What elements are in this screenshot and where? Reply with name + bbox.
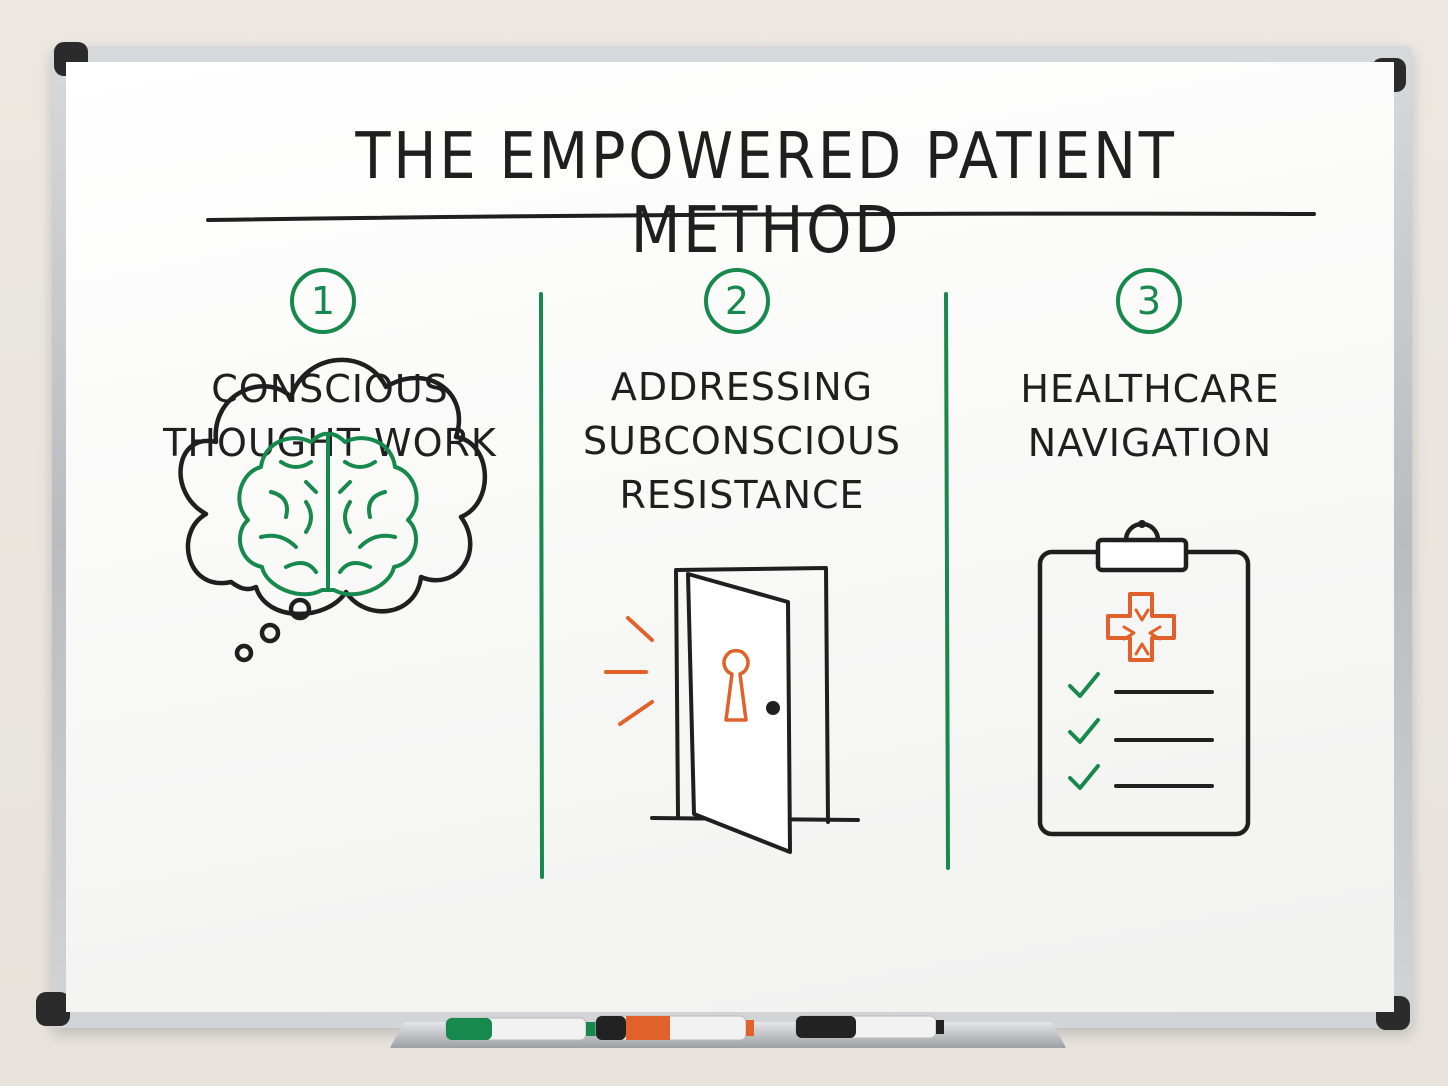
step-2-heading-line: SUBCONSCIOUS [583,419,901,463]
medical-clipboard-checklist-icon [1037,520,1251,837]
brain-in-thought-bubble-icon [178,357,487,663]
step-2-heading: ADDRESSING SUBCONSCIOUS RESISTANCE [572,360,912,522]
step-2-heading-line: RESISTANCE [619,473,865,517]
step-1-heading: CONSCIOUS THOUGHT WORK [160,362,500,470]
step-2-number: 2 [704,268,770,334]
whiteboard-surface: THE EMPOWERED PATIENT METHOD 1 2 3 CONSC… [66,62,1394,1012]
open-door-with-keyhole-icon [604,566,860,854]
title-underline [206,211,1316,222]
step-2-heading-line: ADDRESSING [610,365,874,409]
column-divider [944,292,950,870]
board-drawings [178,211,1316,879]
board-title: THE EMPOWERED PATIENT METHOD [355,120,1177,268]
marker-icon[interactable] [595,1015,754,1041]
step-3-heading-line: NAVIGATION [1027,421,1273,465]
marker-icon[interactable] [795,1015,944,1039]
marker-icon[interactable] [445,1017,596,1041]
step-3-heading-line: HEALTHCARE [1020,367,1280,411]
step-1-number: 1 [290,268,356,334]
frame-corner [36,992,70,1026]
step-3-number: 3 [1116,268,1182,334]
step-3-heading: HEALTHCARE NAVIGATION [980,362,1320,470]
column-divider [539,292,544,879]
